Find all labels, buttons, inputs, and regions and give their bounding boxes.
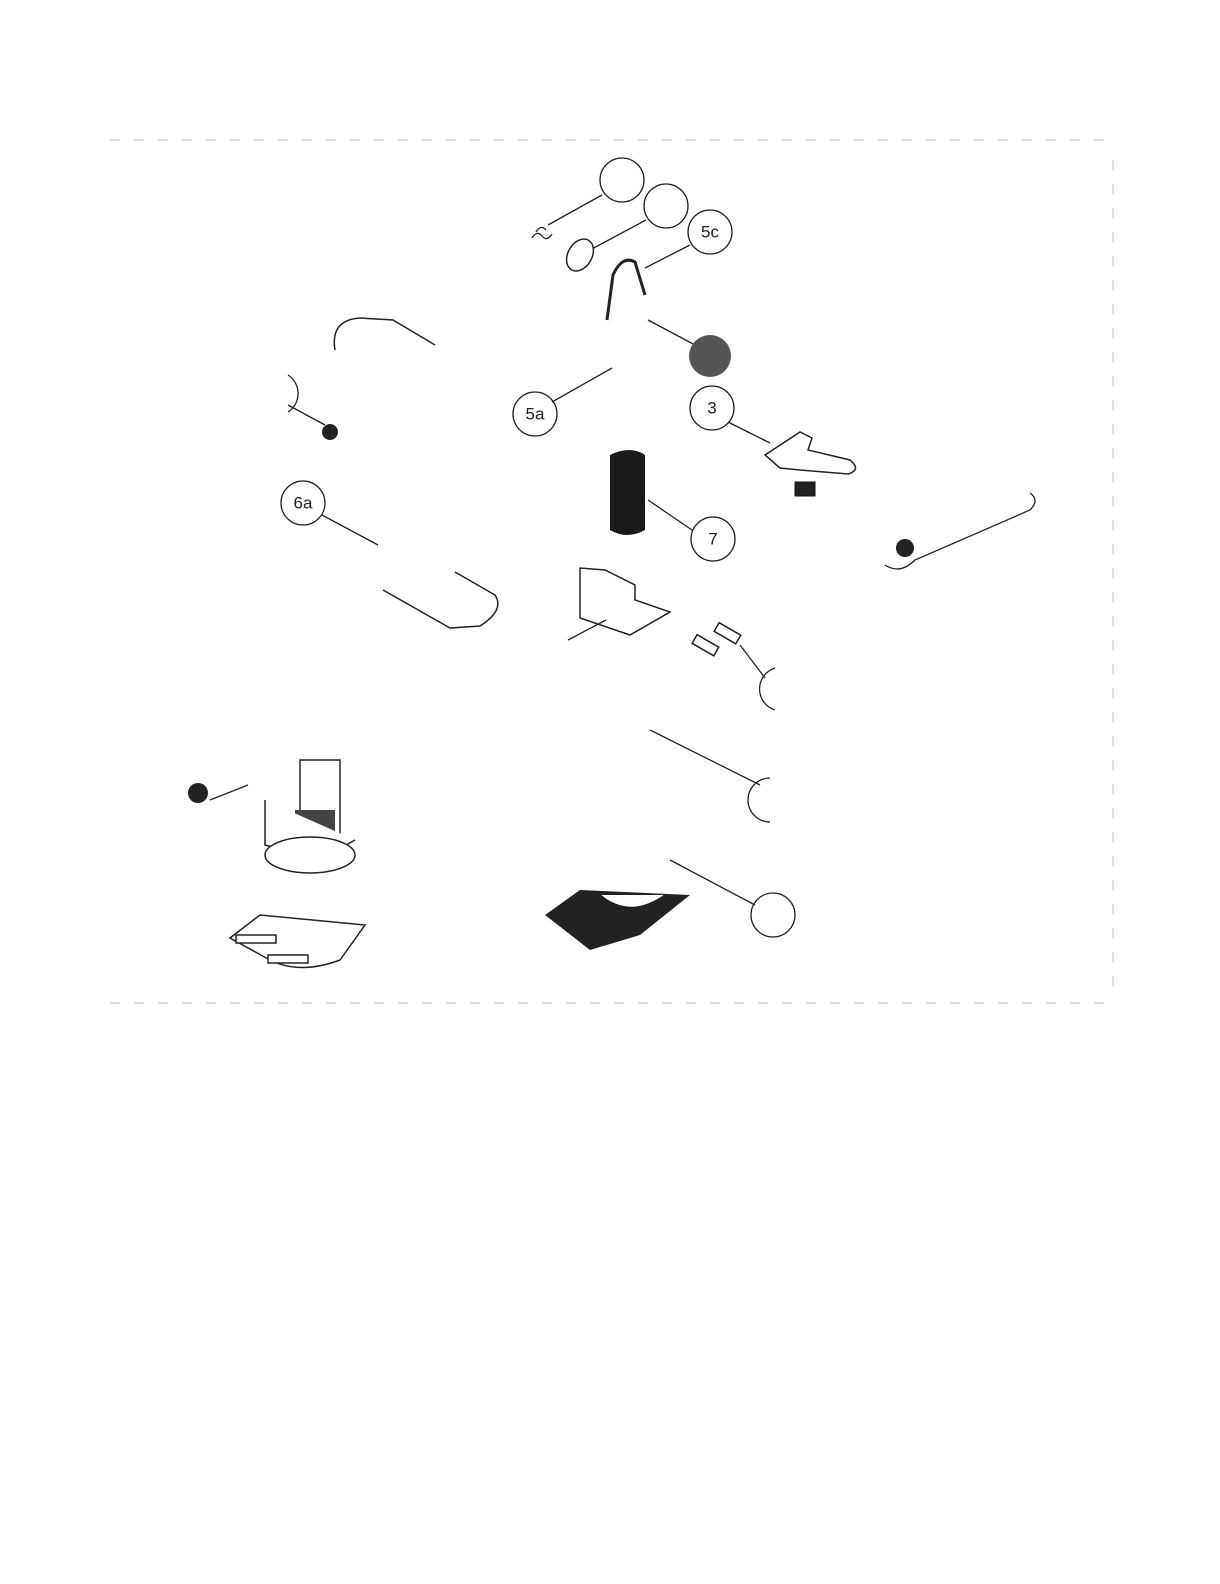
- spring-clip-part: [531, 226, 553, 240]
- callout-6a: 6a: [280, 317, 499, 629]
- callout-label-7: 7: [708, 530, 717, 549]
- callout-5c: 5c: [605, 209, 733, 321]
- wire-part: [884, 492, 1036, 570]
- callout-blank-2: [565, 183, 689, 272]
- callout-7: 7: [610, 450, 736, 562]
- callout-partial-left: [287, 374, 338, 440]
- screw-part-a: [691, 633, 720, 657]
- callout-3: 3: [689, 385, 857, 497]
- callout-blank-1: [531, 157, 645, 240]
- screw-part-b: [713, 621, 742, 645]
- plate-part-6a: [382, 571, 499, 629]
- screw-part: [794, 481, 816, 497]
- spring-part-7: [610, 450, 645, 535]
- callout-label-3: 3: [707, 399, 716, 418]
- nut-part: [322, 424, 338, 440]
- callout-5a: 5a: [512, 367, 613, 437]
- hook-part: [605, 258, 647, 321]
- callout-label-6a: 6a: [294, 494, 313, 513]
- bracket-part-3: [763, 431, 857, 475]
- washer-part: [565, 238, 595, 272]
- callout-label-5a: 5a: [526, 405, 545, 424]
- callout-dark: [647, 319, 731, 377]
- plate-part-6b: [333, 317, 436, 351]
- callout-label-5c: 5c: [701, 223, 719, 242]
- base-plate-right: [545, 890, 690, 950]
- l-bracket-part: [579, 567, 672, 636]
- knob-part: [896, 539, 914, 557]
- assembled-switch-left: [188, 759, 367, 969]
